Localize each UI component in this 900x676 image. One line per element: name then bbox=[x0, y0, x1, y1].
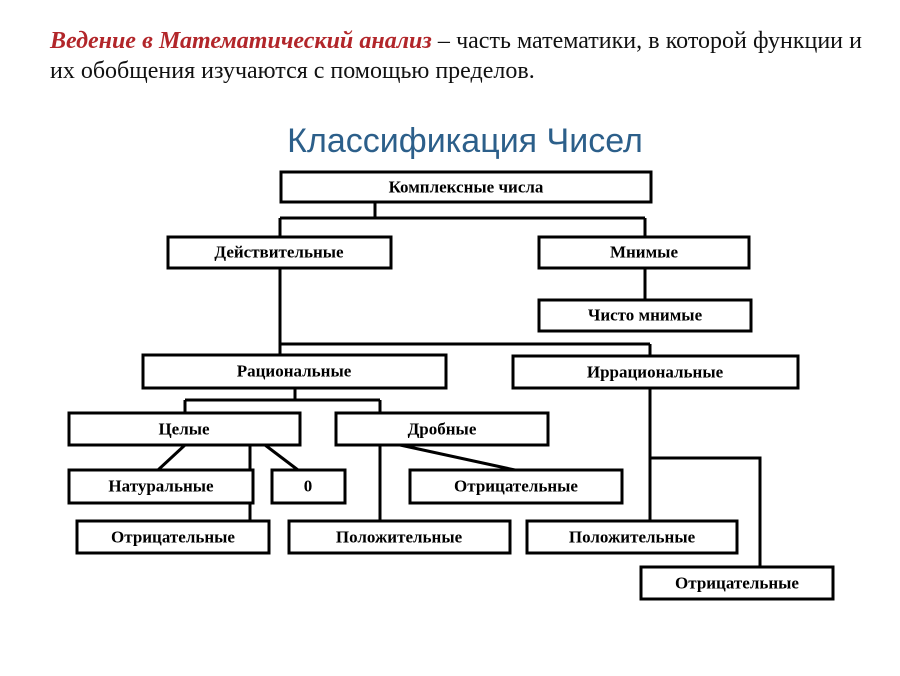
node-integer-negative: Отрицательные bbox=[75, 519, 271, 555]
node-fractional-positive: Положительные bbox=[287, 519, 512, 555]
edge-integer-zero bbox=[264, 443, 299, 472]
node-pure-imaginary-label: Чисто мнимые bbox=[588, 306, 703, 325]
edge-fractional-negative bbox=[399, 443, 516, 472]
node-irrational-positive: Положительные bbox=[525, 519, 739, 555]
edge-real-children bbox=[278, 268, 652, 356]
node-real-numbers: Действительные bbox=[166, 235, 393, 270]
node-fractional-numbers: Дробные bbox=[334, 411, 550, 447]
edge-integer-natural bbox=[156, 443, 187, 472]
node-natural-label: Натуральные bbox=[108, 477, 214, 496]
node-zero: 0 bbox=[270, 468, 347, 505]
node-real-label: Действительные bbox=[214, 243, 344, 262]
node-natural-numbers: Натуральные bbox=[67, 468, 255, 505]
node-irrational-negative-label: Отрицательные bbox=[675, 574, 799, 593]
intro-term: Ведение в Математический анализ bbox=[50, 28, 432, 54]
node-zero-label: 0 bbox=[304, 477, 313, 496]
edge-rational-children bbox=[183, 388, 382, 413]
node-fractional-negative-label: Отрицательные bbox=[454, 477, 578, 496]
node-fractional-label: Дробные bbox=[408, 420, 477, 439]
node-imaginary-label: Мнимые bbox=[610, 243, 678, 262]
node-pure-imaginary: Чисто мнимые bbox=[537, 298, 753, 333]
node-rational-numbers: Рациональные bbox=[141, 353, 448, 390]
intro-definition: – часть математики, в которой функции и … bbox=[50, 28, 863, 84]
node-complex-label: Комплексные числа bbox=[389, 178, 544, 197]
node-irrational-numbers: Иррациональные bbox=[511, 354, 800, 390]
edge-complex-children bbox=[278, 202, 647, 237]
node-irrational-label: Иррациональные bbox=[587, 363, 724, 382]
node-fractional-negative: Отрицательные bbox=[408, 468, 624, 505]
node-irrational-positive-label: Положительные bbox=[569, 528, 696, 547]
node-rational-label: Рациональные bbox=[237, 362, 352, 381]
diagram-title: Классификация Чисел bbox=[287, 122, 643, 160]
node-integer-label: Целые bbox=[158, 420, 210, 439]
node-imaginary-numbers: Мнимые bbox=[537, 235, 751, 270]
tree-connectors bbox=[156, 202, 762, 567]
node-integer-numbers: Целые bbox=[67, 411, 302, 447]
node-integer-negative-label: Отрицательные bbox=[111, 528, 235, 547]
intro-paragraph: Ведение в Математический анализ – часть … bbox=[50, 26, 862, 86]
node-complex-numbers: Комплексные числа bbox=[279, 170, 653, 204]
edge-irrational-children bbox=[648, 388, 762, 567]
node-fractional-positive-label: Положительные bbox=[336, 528, 463, 547]
node-irrational-negative: Отрицательные bbox=[639, 565, 835, 601]
